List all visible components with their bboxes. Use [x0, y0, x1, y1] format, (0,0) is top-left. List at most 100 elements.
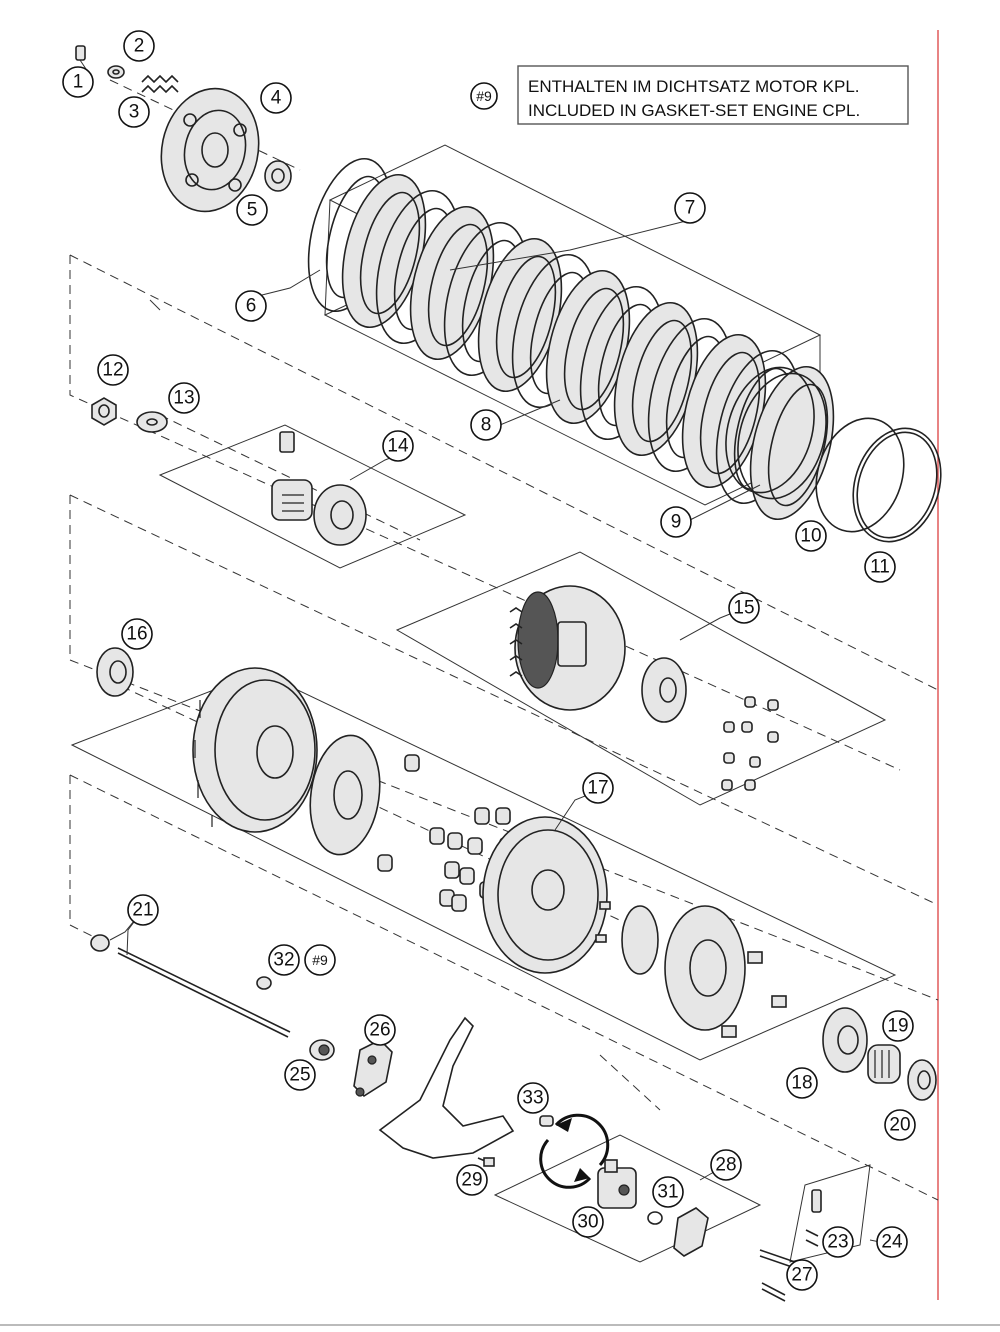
- callout-c12: 12: [97, 354, 129, 386]
- damper-spring: [447, 832, 463, 850]
- pin: [749, 756, 761, 768]
- callout-c33: 33: [517, 1082, 549, 1114]
- note-line-english: INCLUDED IN GASKET-SET ENGINE CPL.: [528, 101, 860, 120]
- callout-c29: 29: [456, 1164, 488, 1196]
- callout-c7: 7: [674, 192, 706, 224]
- callout-c1: 1: [62, 66, 94, 98]
- svg-text:29: 29: [461, 1170, 482, 1191]
- svg-text:23: 23: [827, 1232, 848, 1253]
- pin: [723, 721, 735, 733]
- callout-c16: 16: [121, 618, 153, 650]
- svg-text:10: 10: [800, 526, 821, 547]
- callout-c4: 4: [260, 82, 292, 114]
- pin: [744, 779, 756, 791]
- svg-text:14: 14: [387, 436, 409, 457]
- clutch-plate-inner: [359, 191, 421, 315]
- part-26-release-arm: [353, 1039, 393, 1098]
- callout-c25: 25: [284, 1059, 316, 1091]
- callout-ref-9-note: #9: [470, 82, 498, 110]
- part-19-needle-bearing: [867, 1044, 901, 1084]
- part-33-pin: [539, 1115, 554, 1127]
- part-21-push-rod: [90, 934, 291, 1038]
- svg-text:4: 4: [271, 88, 282, 109]
- svg-text:15: 15: [733, 598, 754, 619]
- callout-c2: 2: [123, 30, 155, 62]
- svg-text:21: 21: [132, 900, 153, 921]
- svg-text:30: 30: [577, 1212, 598, 1233]
- callout-c10: 10: [795, 520, 827, 552]
- svg-text:9: 9: [671, 512, 682, 533]
- part-27-bolts: [759, 1249, 796, 1302]
- svg-text:17: 17: [587, 778, 608, 799]
- clutch-plate-inner: [631, 319, 693, 443]
- pin: [767, 699, 779, 711]
- part-31-seal: [647, 1207, 709, 1257]
- callout-c5: 5: [236, 194, 268, 226]
- svg-text:31: 31: [657, 1182, 678, 1203]
- group-box-14: [158, 424, 467, 569]
- svg-text:#9: #9: [476, 88, 492, 104]
- callout-c18: 18: [786, 1067, 818, 1099]
- callout-c15: 15: [728, 592, 760, 624]
- svg-text:26: 26: [369, 1020, 390, 1041]
- part-1-bolt: [75, 45, 91, 76]
- svg-text:8: 8: [481, 415, 492, 436]
- clutch-plate-inner: [563, 287, 625, 411]
- callout-c30: 30: [572, 1206, 604, 1238]
- callout-c28: 28: [710, 1149, 742, 1181]
- damper-spring: [451, 894, 467, 912]
- damper-spring: [459, 867, 475, 885]
- svg-text:2: 2: [134, 36, 145, 57]
- svg-text:11: 11: [870, 557, 890, 578]
- part-13-washer: [136, 411, 168, 433]
- callout-c26: 26: [364, 1014, 396, 1046]
- part-18-sprocket: [822, 1007, 868, 1073]
- group-box-28: [493, 1134, 762, 1263]
- part-23-bleeder-screw: [805, 1189, 822, 1247]
- callout-c19: 19: [882, 1010, 914, 1042]
- svg-text:16: 16: [126, 624, 147, 645]
- callout-c9: 9: [660, 506, 692, 538]
- callout-c11: 11: [864, 551, 896, 583]
- callout-c6: 6: [235, 290, 267, 322]
- pin: [767, 731, 779, 743]
- damper-spring: [467, 837, 483, 855]
- svg-text:27: 27: [791, 1265, 812, 1286]
- svg-text:5: 5: [247, 200, 258, 221]
- svg-text:#9: #9: [312, 952, 328, 968]
- svg-text:25: 25: [289, 1065, 310, 1086]
- pin: [723, 752, 735, 764]
- callout-c17: 17: [582, 772, 614, 804]
- part-14-damper-hub: [271, 431, 367, 546]
- callout-c13: 13: [168, 382, 200, 414]
- svg-text:6: 6: [246, 296, 257, 317]
- part-17-clutch-basket: [192, 667, 381, 856]
- clutch-plate-inner: [767, 383, 829, 507]
- part-4-pressure-plate: [160, 87, 260, 213]
- part-11-o-ring: [852, 427, 942, 543]
- callout-c14: 14: [382, 430, 414, 462]
- callout-c23: 23: [822, 1226, 854, 1258]
- part-15-pins: [721, 696, 779, 791]
- part-17-driven-gear: [482, 816, 787, 1038]
- svg-text:33: 33: [522, 1088, 543, 1109]
- group-box-17: [70, 671, 897, 1061]
- part-32-seal: [256, 976, 272, 990]
- callout-c24: 24: [876, 1226, 908, 1258]
- part-17-springs: [377, 754, 515, 912]
- callout-c8: 8: [470, 409, 502, 441]
- svg-text:12: 12: [102, 360, 123, 381]
- svg-text:19: 19: [887, 1016, 908, 1037]
- rotation-arrows-icon: [539, 1113, 610, 1189]
- damper-spring: [444, 861, 460, 879]
- callout-c31: 31: [652, 1176, 684, 1208]
- part-9-ring: [737, 372, 827, 500]
- clutch-plate-inner: [495, 255, 557, 379]
- pin: [741, 721, 753, 733]
- part-2-washer: [107, 65, 125, 79]
- part-25-bearing: [309, 1039, 335, 1061]
- callout-c20: 20: [884, 1109, 916, 1141]
- svg-text:3: 3: [129, 102, 140, 123]
- part-29-bracket: [378, 1016, 515, 1167]
